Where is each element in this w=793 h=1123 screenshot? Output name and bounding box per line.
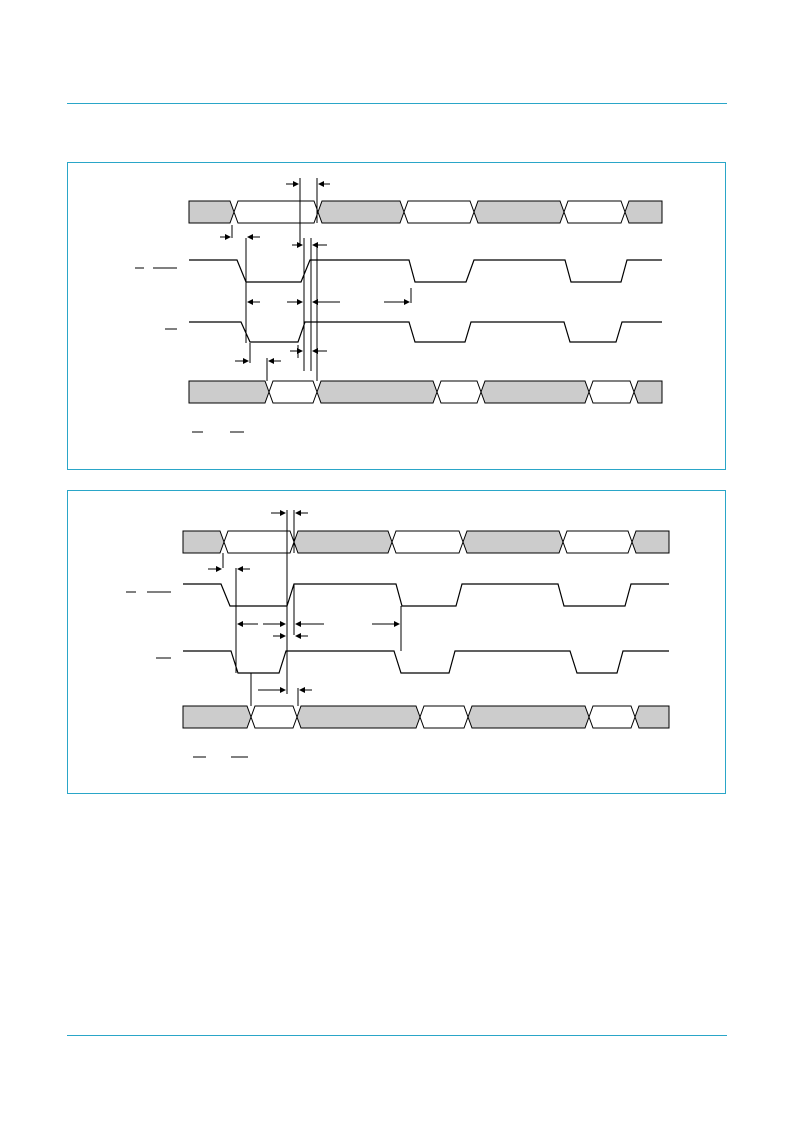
strobe-signal-1 [183, 583, 669, 607]
timing-diagram-panel-2 [67, 490, 726, 794]
timing-diagram-1 [135, 178, 663, 433]
address-bus-row [182, 530, 670, 554]
timing-arrows-1 [220, 181, 410, 364]
signal-overbars-1 [135, 267, 244, 433]
data-bus-row [182, 705, 670, 729]
timing-arrows-2 [208, 510, 400, 693]
timing-guides-2 [222, 510, 402, 706]
signal-overbars-2 [126, 591, 248, 758]
footer-rule [67, 1035, 727, 1036]
strobe-signal-2 [189, 321, 662, 343]
timing-diagram-2 [126, 510, 670, 758]
timing-diagram-panel-1 [67, 162, 726, 470]
strobe-signal-2 [183, 650, 669, 674]
strobe-signal-1 [189, 259, 662, 283]
data-bus-row [188, 380, 663, 404]
header-rule [67, 103, 727, 104]
timing-guides-1 [231, 178, 412, 381]
address-bus-row [188, 200, 663, 224]
